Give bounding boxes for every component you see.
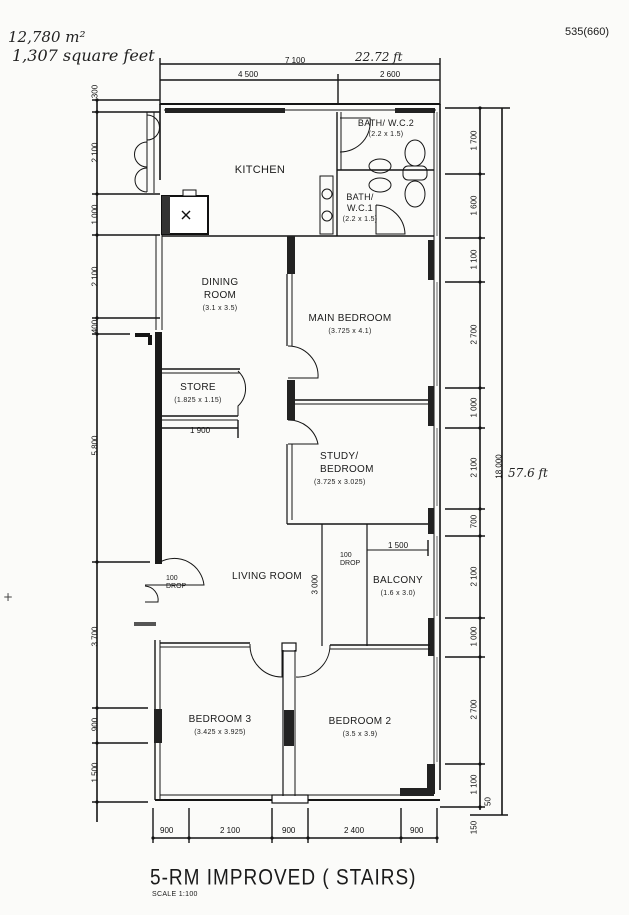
dim-right-12: 150 <box>469 820 479 835</box>
room-bath-wc2: BATH/ W.C.2 (2.2 x 1.5) <box>356 118 416 140</box>
dim-left-8: 1 500 <box>90 762 100 783</box>
reference-code: 535(660) <box>565 26 610 38</box>
drop-label: DROP <box>166 583 187 590</box>
dim-right-4: 1 000 <box>469 397 479 418</box>
room-dims: (2.2 x 1.5) <box>342 216 378 223</box>
drop-label: DROP <box>340 560 361 567</box>
room-name: DINING ROOM <box>201 277 239 301</box>
dim-bottom-2: 900 <box>282 826 296 835</box>
room-name: BATH/ W.C.1 <box>346 192 374 213</box>
dim-right-3: 2 700 <box>469 324 479 345</box>
dim-left-5: 5 800 <box>90 435 100 456</box>
room-dims: (1.825 x 1.15) <box>174 397 222 404</box>
dim-right-11: 50 <box>483 797 493 806</box>
dim-balcony-width: 1 500 <box>388 541 409 550</box>
dim-right-2: 1 100 <box>469 249 479 270</box>
dim-top-right: 2 600 <box>380 70 401 79</box>
dim-left-3: 2 100 <box>90 266 100 287</box>
dim-bottom-3: 2 400 <box>344 826 365 835</box>
dim-bottom-1: 2 100 <box>220 826 241 835</box>
room-dims: (3.725 x 3.025) <box>314 479 366 486</box>
dim-right-overall: 18 000 <box>494 454 504 479</box>
room-dims: (3.1 x 3.5) <box>202 305 238 312</box>
dim-left-6: 3 700 <box>90 626 100 647</box>
dim-left-1: 2 100 <box>90 142 100 163</box>
width-ft-annotation: 22.72 ft <box>355 50 403 64</box>
dim-right-6: 700 <box>469 514 479 529</box>
room-name: STUDY/ BEDROOM <box>320 451 374 475</box>
room-name: LIVING ROOM <box>232 571 302 582</box>
dim-top-left: 4 500 <box>238 70 259 79</box>
dim-left-7: 900 <box>90 717 100 732</box>
room-name: BALCONY <box>373 575 423 586</box>
room-name: BEDROOM 2 <box>328 716 392 727</box>
room-dims: (3.5 x 3.9) <box>342 731 378 738</box>
room-name: KITCHEN <box>234 164 286 176</box>
length-ft-annotation: 57.6 ft <box>508 466 548 480</box>
area-sqm-annotation: 12,780 m² <box>8 28 86 46</box>
dim-right-1: 1 600 <box>469 195 479 216</box>
room-bath-wc1: BATH/ W.C.1 (2.2 x 1.5) <box>338 192 382 225</box>
room-dims: (2.2 x 1.5) <box>368 131 404 138</box>
plan-scale: SCALE 1:100 <box>152 891 198 898</box>
room-name: BEDROOM 3 <box>188 714 252 725</box>
room-dims: (3.425 x 3.925) <box>194 729 246 736</box>
room-kitchen: KITCHEN <box>220 164 300 177</box>
dim-right-7: 2 100 <box>469 566 479 587</box>
room-main-bedroom: MAIN BEDROOM (3.725 x 4.1) <box>300 312 400 338</box>
room-balcony: BALCONY (1.6 x 3.0) <box>368 574 428 600</box>
drop-value: 100 <box>340 552 352 559</box>
room-dims: (1.6 x 3.0) <box>380 590 416 597</box>
drop-marker-balcony: 100 DROP <box>340 552 360 568</box>
dim-right-5: 2 100 <box>469 457 479 478</box>
dim-left-4: 400 <box>90 319 100 334</box>
plan-title: 5-RM IMPROVED ( STAIRS) <box>150 866 417 891</box>
drop-marker-entrance: 100 DROP <box>166 575 186 591</box>
room-dining: DINING ROOM (3.1 x 3.5) <box>190 276 250 315</box>
drop-value: 100 <box>166 575 178 582</box>
room-name: MAIN BEDROOM <box>308 313 392 324</box>
room-living: LIVING ROOM <box>222 570 312 583</box>
dim-bottom-0: 900 <box>160 826 174 835</box>
area-sqft-annotation: 1,307 square feet <box>12 46 155 65</box>
room-store: STORE (1.825 x 1.15) <box>168 381 228 407</box>
dim-top-overall: 7 100 <box>285 56 306 65</box>
dim-left-0: 300 <box>90 84 100 99</box>
room-name: BATH/ W.C.2 <box>357 118 415 128</box>
dim-left-2: 1 000 <box>90 204 100 225</box>
dim-right-8: 1 000 <box>469 626 479 647</box>
dim-store-width: 1 900 <box>190 426 211 435</box>
dim-right-10: 1 100 <box>469 774 479 795</box>
room-bedroom-2: BEDROOM 2 (3.5 x 3.9) <box>315 715 405 741</box>
room-dims: (3.725 x 4.1) <box>328 328 372 335</box>
dim-bottom-4: 900 <box>410 826 424 835</box>
dim-right-0: 1 700 <box>469 130 479 151</box>
room-name: STORE <box>180 382 216 393</box>
room-study-bedroom: STUDY/ BEDROOM (3.725 x 3.025) <box>300 450 400 489</box>
room-bedroom-3: BEDROOM 3 (3.425 x 3.925) <box>170 713 270 739</box>
dim-right-9: 2 700 <box>469 699 479 720</box>
stray-mark: + <box>3 590 14 604</box>
